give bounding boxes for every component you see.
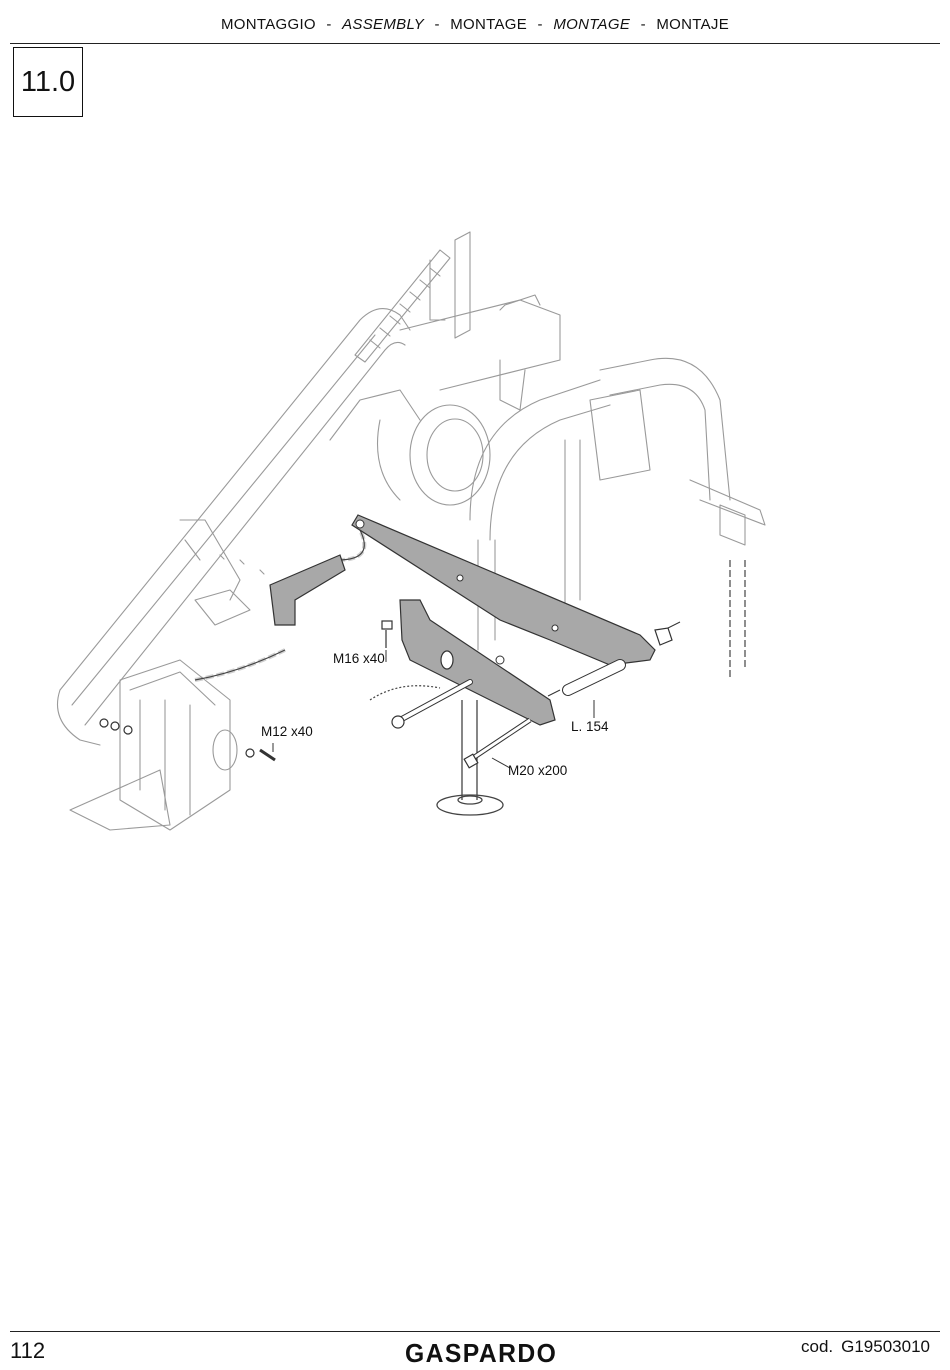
callout-m12: M12 x40 — [261, 724, 313, 739]
callout-m16: M16 x40 — [333, 651, 385, 666]
header-part-2: ASSEMBLY — [342, 16, 425, 33]
header-part-5: MONTAJE — [656, 16, 730, 33]
header-part-1: MONTAGGIO — [220, 16, 316, 33]
header-part-4: MONTAGE — [553, 16, 631, 33]
section-number-box: 11.0 — [13, 47, 83, 117]
callout-l154: L. 154 — [571, 719, 609, 734]
page-header: MONTAGGIO - ASSEMBLY - MONTAGE - MONTAGE… — [0, 16, 950, 33]
header-separator: - — [434, 16, 440, 33]
header-part-3: MONTAGE — [450, 16, 528, 33]
header-separator: - — [537, 16, 543, 33]
footer-rule — [10, 1331, 940, 1332]
code-label: cod. — [800, 1337, 834, 1356]
page-number: 112 — [10, 1338, 46, 1363]
section-number: 11.0 — [20, 65, 76, 98]
brand-logo: GASPARDO — [405, 1338, 558, 1368]
code-value: G19503010 — [841, 1337, 930, 1356]
document-code: cod. G19503010 — [801, 1337, 930, 1357]
header-separator: - — [640, 16, 646, 33]
callout-m20: M20 x200 — [508, 763, 568, 778]
header-rule — [10, 43, 940, 44]
header-separator: - — [326, 16, 332, 33]
